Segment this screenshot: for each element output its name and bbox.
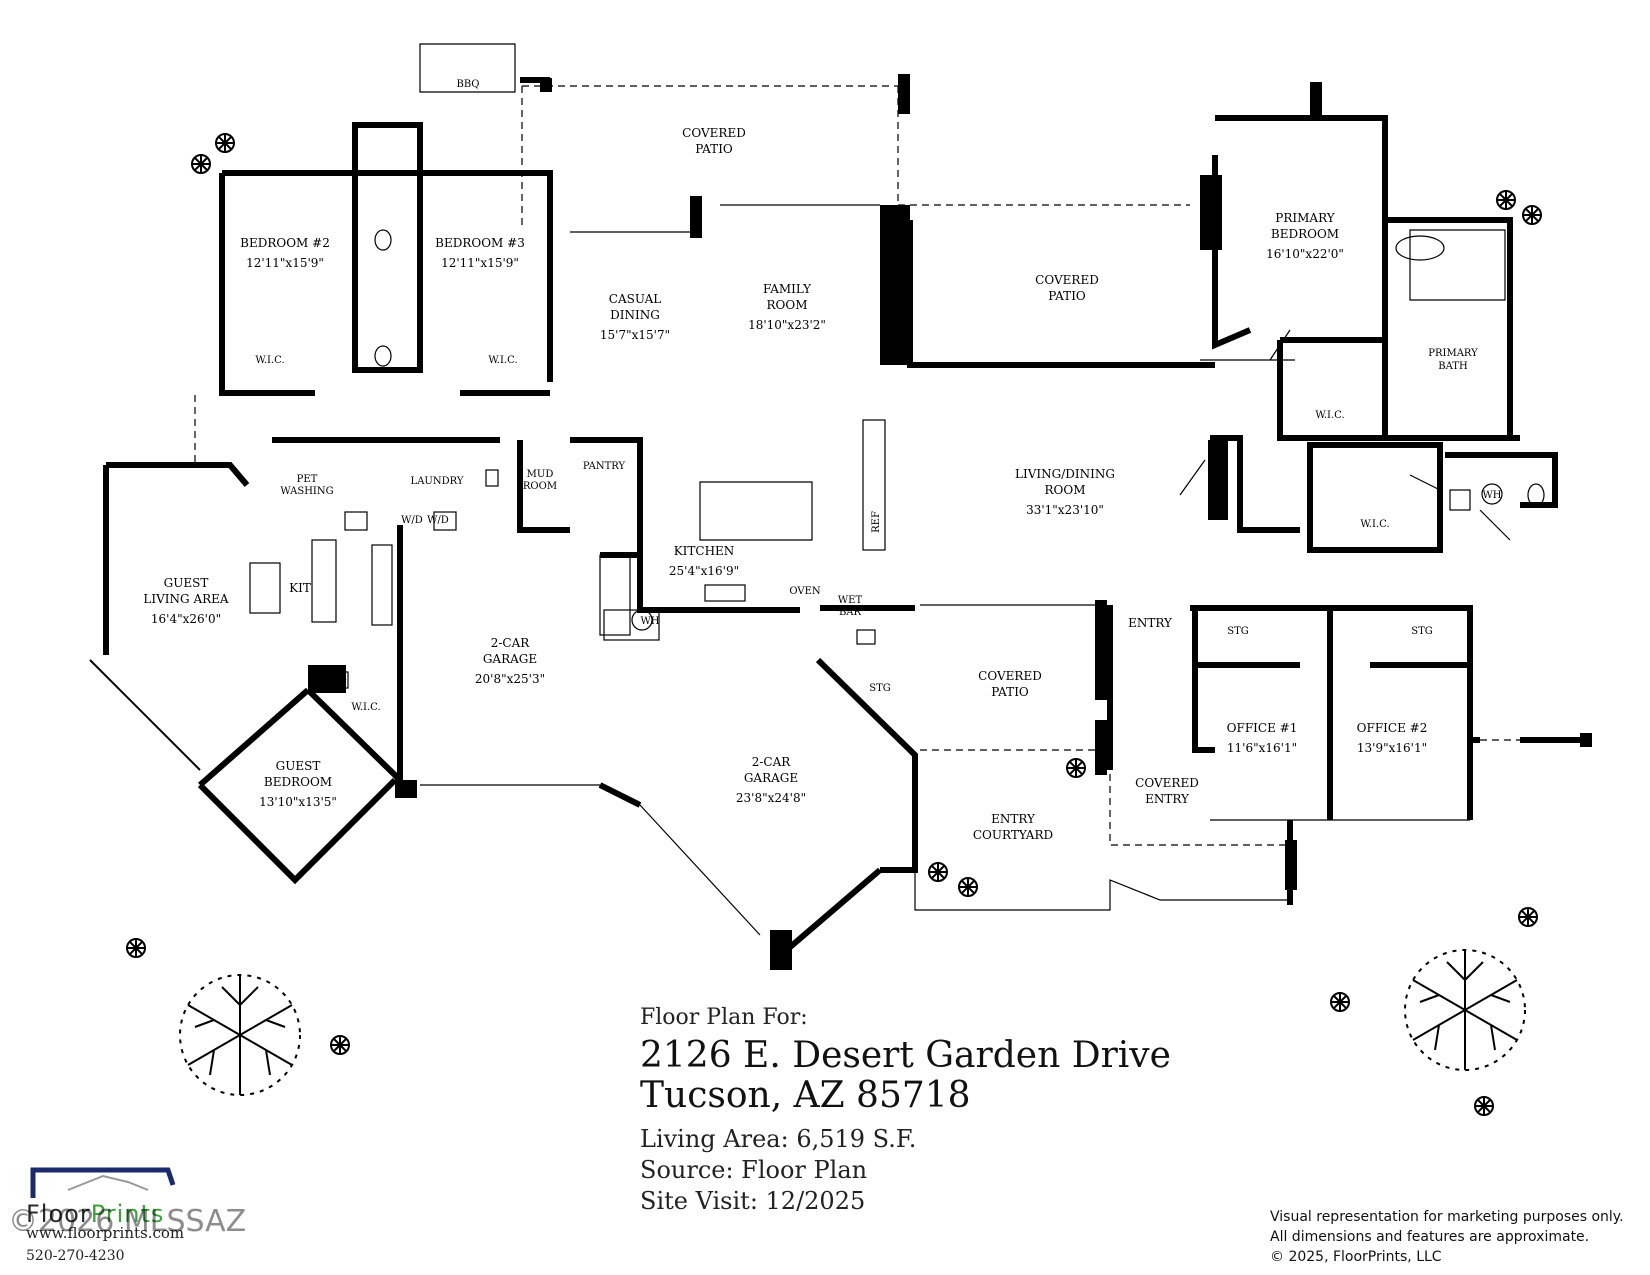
wic-label-guest: W.I.C. [351, 702, 380, 713]
guest-living-label: GUEST [164, 576, 209, 590]
garage2-label-2: GARAGE [744, 771, 798, 785]
wic-label-primary-a: W.I.C. [1315, 410, 1344, 421]
fireplace-label-2: F.P. [900, 274, 911, 290]
brand-name: FloorPrints [26, 1200, 164, 1228]
wet-bar-label: WET [838, 595, 863, 606]
primary-bedroom-label-2: BEDROOM [1271, 227, 1339, 241]
wet-bar-label-2: BAR [839, 607, 862, 618]
pet-washing-label-2: WASHING [280, 486, 333, 497]
entry-courtyard-label-2: COURTYARD [973, 828, 1053, 842]
tree-icons [126, 133, 1542, 1116]
disclaimer-line-3: © 2025, FloorPrints, LLC [1270, 1249, 1442, 1265]
wd-label-3: W/D [325, 675, 347, 686]
phone-number: 520-270-4230 [26, 1248, 125, 1264]
bbq-label: BBQ [457, 79, 480, 90]
brand-prints: Prints [90, 1200, 165, 1228]
bedroom2-name: BEDROOM #2 [240, 236, 330, 250]
covered-patio-low-label-2: PATIO [991, 685, 1029, 699]
bedroom3-dim: 12'11"x15'9" [441, 256, 519, 270]
living-dining-label-2: ROOM [1045, 483, 1086, 497]
house-roof-icon [30, 1167, 176, 1198]
wh-label-bath: WH [1483, 490, 1502, 501]
source: Source: Floor Plan [640, 1156, 868, 1184]
address-line-1: 2126 E. Desert Garden Drive [640, 1035, 1171, 1076]
casual-dining-dim: 15'7"x15'7" [600, 328, 670, 342]
disclaimer-line-2: All dimensions and features are approxim… [1270, 1229, 1590, 1245]
primary-bath-label: PRIMARY [1428, 348, 1478, 359]
mud-room-label: MUD [527, 469, 554, 480]
covered-patio-mid-label: COVERED [1035, 273, 1099, 287]
guest-bedroom-dim: 13'10"x13'5" [259, 795, 337, 809]
living-dining-label: LIVING/DINING [1015, 467, 1115, 481]
stg-label-garage: STG [869, 683, 891, 694]
covered-entry-label: COVERED [1135, 776, 1199, 790]
kitchen-dim: 25'4"x16'9" [669, 564, 739, 578]
site-visit: Site Visit: 12/2025 [640, 1187, 866, 1215]
office2-dim: 13'9"x16'1" [1357, 741, 1427, 755]
office1-label: OFFICE #1 [1227, 721, 1298, 735]
garage1-dim: 20'8"x25'3" [475, 672, 545, 686]
info-intro: Floor Plan For: [640, 1005, 808, 1030]
covered-patio-top-label: COVERED [682, 126, 746, 140]
guest-living-label-2: LIVING AREA [143, 592, 228, 606]
casual-dining-label-2: DINING [610, 308, 660, 322]
ref-label: REF [871, 511, 882, 533]
brand-floor: Floor [26, 1200, 91, 1228]
entry-label: ENTRY [1128, 616, 1173, 630]
kit-label: KIT [289, 581, 311, 595]
fireplace-label: 2-WAY [888, 265, 899, 298]
stg-label-office2: STG [1411, 626, 1433, 637]
address-line-2: Tucson, AZ 85718 [640, 1075, 971, 1116]
casual-dining-label: CASUAL [609, 292, 661, 306]
guest-living-dim: 16'4"x26'0" [151, 612, 221, 626]
living-dining-dim: 33'1"x23'10" [1026, 503, 1104, 517]
covered-patio-low-label: COVERED [978, 669, 1042, 683]
floorprints-logo: FloorPrints www.floorprints.com 520-270-… [8, 1160, 268, 1264]
covered-entry-label-2: ENTRY [1145, 792, 1190, 806]
oven-label: OVEN [789, 586, 821, 597]
garage2-dim: 23'8"x24'8" [736, 791, 806, 805]
wic-label-primary-b: W.I.C. [1360, 519, 1389, 530]
family-room-label-2: ROOM [767, 298, 808, 312]
wd-label-1: W/D [401, 515, 423, 526]
family-room-label: FAMILY [763, 282, 812, 296]
family-room-dim: 18'10"x23'2" [748, 318, 826, 332]
garage1-label-2: GARAGE [483, 652, 537, 666]
disclaimer-line-1: Visual representation for marketing purp… [1270, 1209, 1624, 1225]
office2-label: OFFICE #2 [1357, 721, 1428, 735]
guest-bedroom-label-2: BEDROOM [264, 775, 332, 789]
disclaimer: Visual representation for marketing purp… [1270, 1207, 1650, 1267]
kitchen-label: KITCHEN [674, 544, 735, 558]
bedroom2-dim: 12'11"x15'9" [246, 256, 324, 270]
entry-courtyard-label: ENTRY [991, 812, 1036, 826]
primary-bedroom-dim: 16'10"x22'0" [1266, 247, 1344, 261]
office1-dim: 11'6"x16'1" [1227, 741, 1297, 755]
covered-patio-mid-label-2: PATIO [1048, 289, 1086, 303]
primary-bath-label-2: BATH [1438, 361, 1468, 372]
bedroom3-name: BEDROOM #3 [435, 236, 525, 250]
wd-label-2: W/D [427, 515, 449, 526]
watermark: ©2026 MLSSAZ [8, 1204, 247, 1239]
mud-room-label-2: ROOM [523, 481, 557, 492]
wh-label-kitchen: WH [641, 616, 660, 627]
primary-bedroom-label: PRIMARY [1275, 211, 1335, 225]
property-info: Floor Plan For: 2126 E. Desert Garden Dr… [640, 1005, 1171, 1217]
stg-label-office1: STG [1227, 626, 1249, 637]
guest-bedroom-label: GUEST [276, 759, 321, 773]
wic-label-bed2: W.I.C. [255, 355, 284, 366]
pet-washing-label: PET [297, 474, 318, 485]
living-area: Living Area: 6,519 S.F. [640, 1125, 917, 1153]
pantry-label: PANTRY [583, 461, 626, 472]
garage2-label: 2-CAR [752, 755, 792, 769]
website-link[interactable]: www.floorprints.com [26, 1224, 185, 1242]
laundry-label: LAUNDRY [411, 476, 464, 487]
garage1-label: 2-CAR [491, 636, 531, 650]
covered-patio-top-label-2: PATIO [695, 142, 733, 156]
wic-label-bed3: W.I.C. [488, 355, 517, 366]
